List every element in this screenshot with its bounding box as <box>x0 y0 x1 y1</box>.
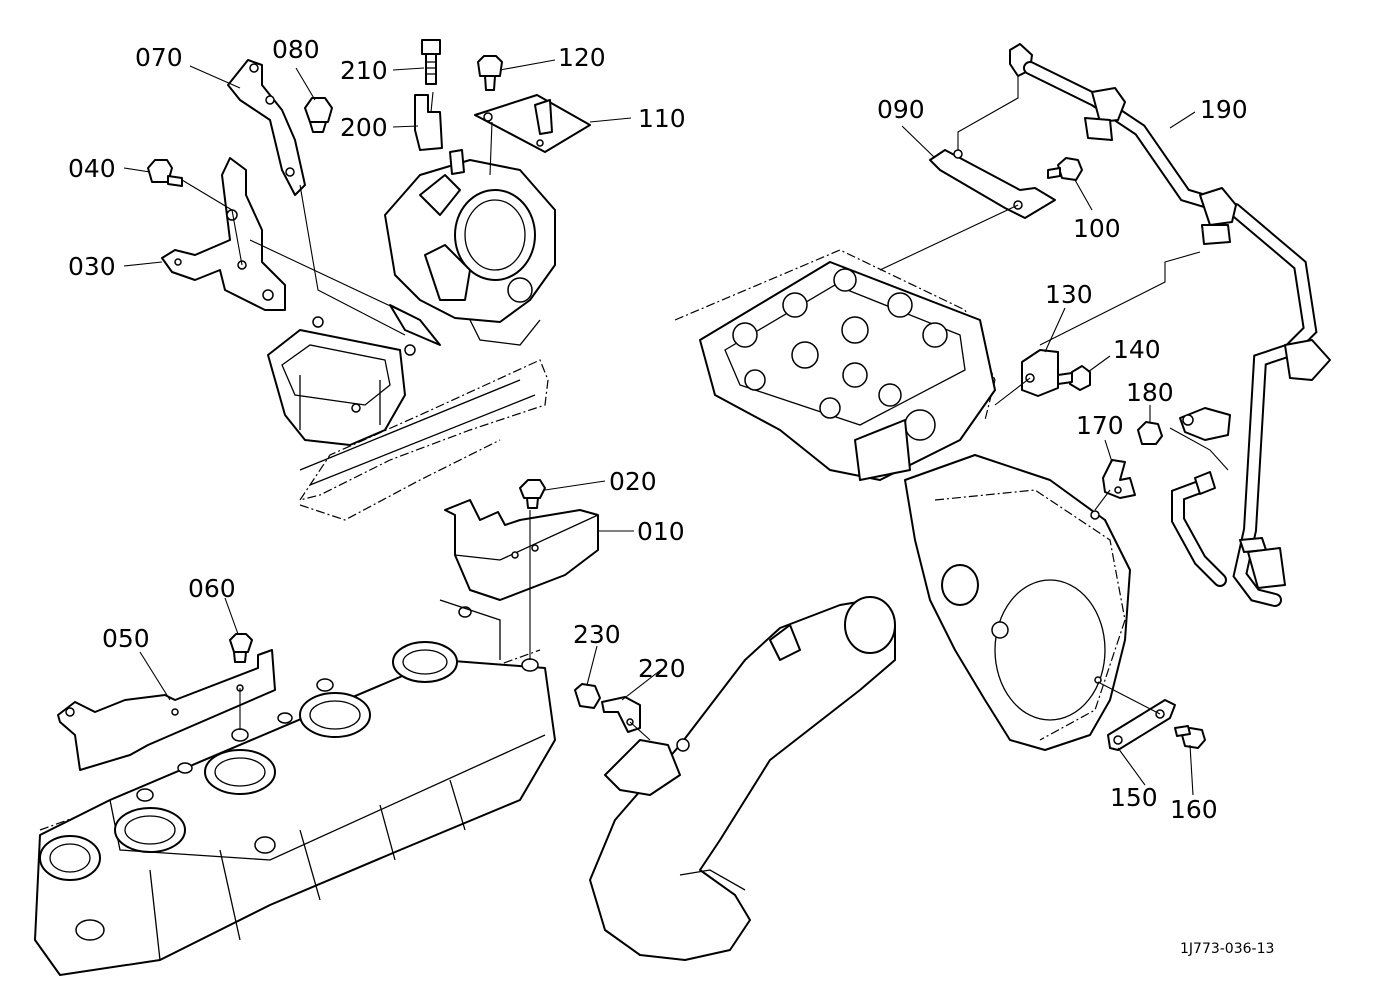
callout-020: 020 <box>609 467 657 496</box>
callout-230: 230 <box>573 620 621 649</box>
part-050-bracket <box>57 649 276 771</box>
callout-030: 030 <box>68 252 116 281</box>
part-070-bracket <box>227 59 406 336</box>
part-230-nut <box>574 683 601 709</box>
callout-210: 210 <box>340 56 388 85</box>
part-210-bolt <box>421 39 441 85</box>
part-040-bolt <box>147 159 183 187</box>
cylinder-head-part <box>674 249 996 481</box>
callout-090: 090 <box>877 95 925 124</box>
small-stud <box>449 149 465 175</box>
valve-cover-part <box>34 599 556 976</box>
callout-060: 060 <box>188 574 236 603</box>
sensor-part <box>1169 407 1231 471</box>
part-020-bolt <box>519 479 546 509</box>
callout-220: 220 <box>638 654 686 683</box>
part-120-bolt <box>477 55 503 91</box>
callout-140: 140 <box>1113 335 1161 364</box>
callout-130: 130 <box>1045 280 1093 309</box>
callout-010: 010 <box>637 517 685 546</box>
gear-case-part <box>904 454 1131 751</box>
part-090-bracket <box>879 72 1056 271</box>
part-220-bracket <box>601 696 651 741</box>
callout-080: 080 <box>272 35 320 64</box>
part-150-bracket <box>1097 681 1176 751</box>
part-190-harness <box>1009 43 1331 607</box>
callout-200: 200 <box>340 113 388 142</box>
callout-100: 100 <box>1073 214 1121 243</box>
reference-code: 1J773-036-13 <box>1180 941 1274 957</box>
part-110-plate <box>474 94 591 176</box>
callout-190: 190 <box>1200 95 1248 124</box>
part-060-bolt <box>229 633 253 663</box>
throttle-body-part <box>384 159 556 346</box>
part-200-clip <box>414 91 443 151</box>
callout-170: 170 <box>1076 411 1124 440</box>
callout-150: 150 <box>1110 783 1158 812</box>
part-130-bracket <box>994 349 1059 406</box>
callout-050: 050 <box>102 624 150 653</box>
part-030-bracket <box>161 157 421 321</box>
callout-110: 110 <box>638 104 686 133</box>
callout-040: 040 <box>68 154 116 183</box>
callout-labels: 070 080 210 120 200 110 040 030 090 190 … <box>68 35 1248 824</box>
part-010-cover <box>444 499 599 660</box>
intake-pipe-part <box>589 596 896 961</box>
part-140-bolt <box>1057 365 1091 391</box>
part-080-nut <box>304 97 333 133</box>
callout-070: 070 <box>135 43 183 72</box>
part-160-bolt <box>1174 725 1206 749</box>
part-100-bolt <box>1047 157 1083 181</box>
part-170-bracket <box>1094 459 1136 511</box>
part-180-nut <box>1137 421 1163 445</box>
intake-box-part <box>267 316 416 446</box>
callout-leaders <box>123 59 1196 796</box>
callout-180: 180 <box>1126 378 1174 407</box>
callout-120: 120 <box>558 43 606 72</box>
callout-160: 160 <box>1170 795 1218 824</box>
